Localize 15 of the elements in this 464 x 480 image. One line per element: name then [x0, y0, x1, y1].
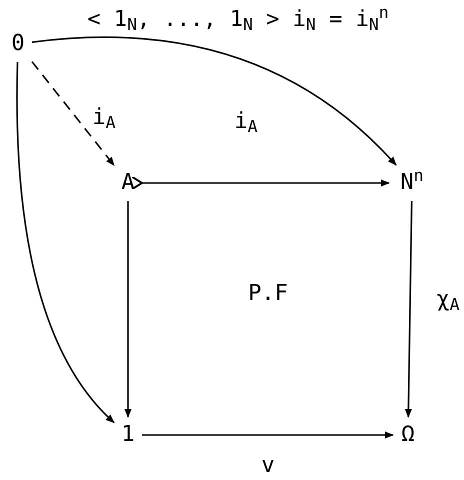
object-label: A — [117, 168, 139, 198]
arrow — [131, 176, 390, 190]
arrow — [16, 62, 115, 424]
morphism-label: i$_{A}$ — [234, 111, 258, 133]
dashed-arrow — [31, 61, 115, 166]
arrow — [124, 201, 132, 418]
object-label: Ω — [396, 420, 420, 450]
edge-label: i$_{A}$ — [92, 107, 116, 129]
arrow — [142, 431, 394, 439]
diagram-label: P.F — [248, 283, 288, 305]
object-label: 1 — [117, 420, 139, 450]
object-label: 0 — [7, 29, 29, 59]
arrow — [32, 36, 397, 166]
arrow — [404, 200, 413, 418]
object-label: N$^{n}$ — [392, 168, 432, 198]
